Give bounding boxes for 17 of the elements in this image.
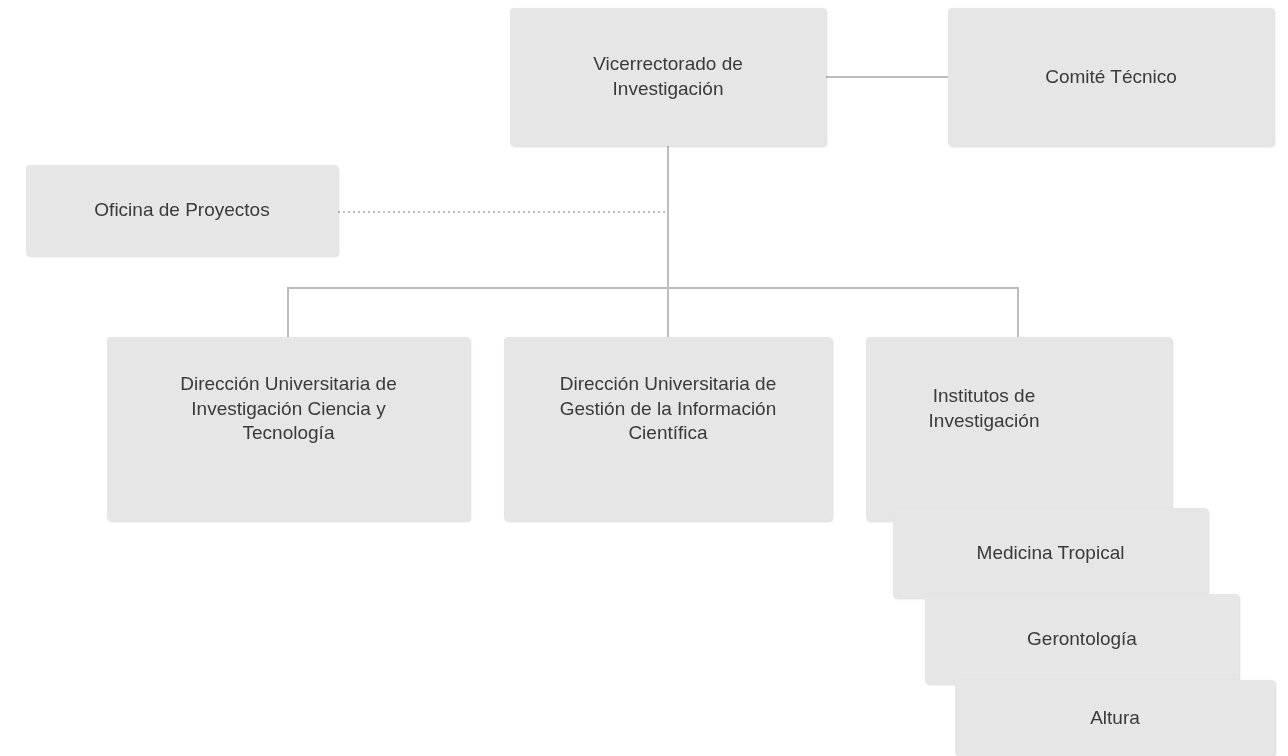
org-box [26,165,338,256]
box-label: Gerontología [1027,626,1137,651]
box-label: Vicerrectorado de Investigación [592,52,744,101]
org-box [107,337,470,521]
org-box [510,8,826,146]
connector-line [825,76,949,78]
box-label: Dirección Universitaria de Investigación Ciencia y Tecnología [179,371,398,446]
box-label: Institutos de Investigación [927,384,1041,433]
org-box [866,337,1172,521]
org-box [504,337,832,521]
box-label: Comité Técnico [1045,64,1177,89]
box-label: Dirección Universitaria de Gestión de la Información Científica [558,371,778,446]
box-label: Altura [1090,705,1140,730]
box-label: Medicina Tropical [976,540,1125,565]
org-box [948,8,1274,146]
box-label: Oficina de Proyectos [94,198,270,223]
org-box [955,680,1275,756]
